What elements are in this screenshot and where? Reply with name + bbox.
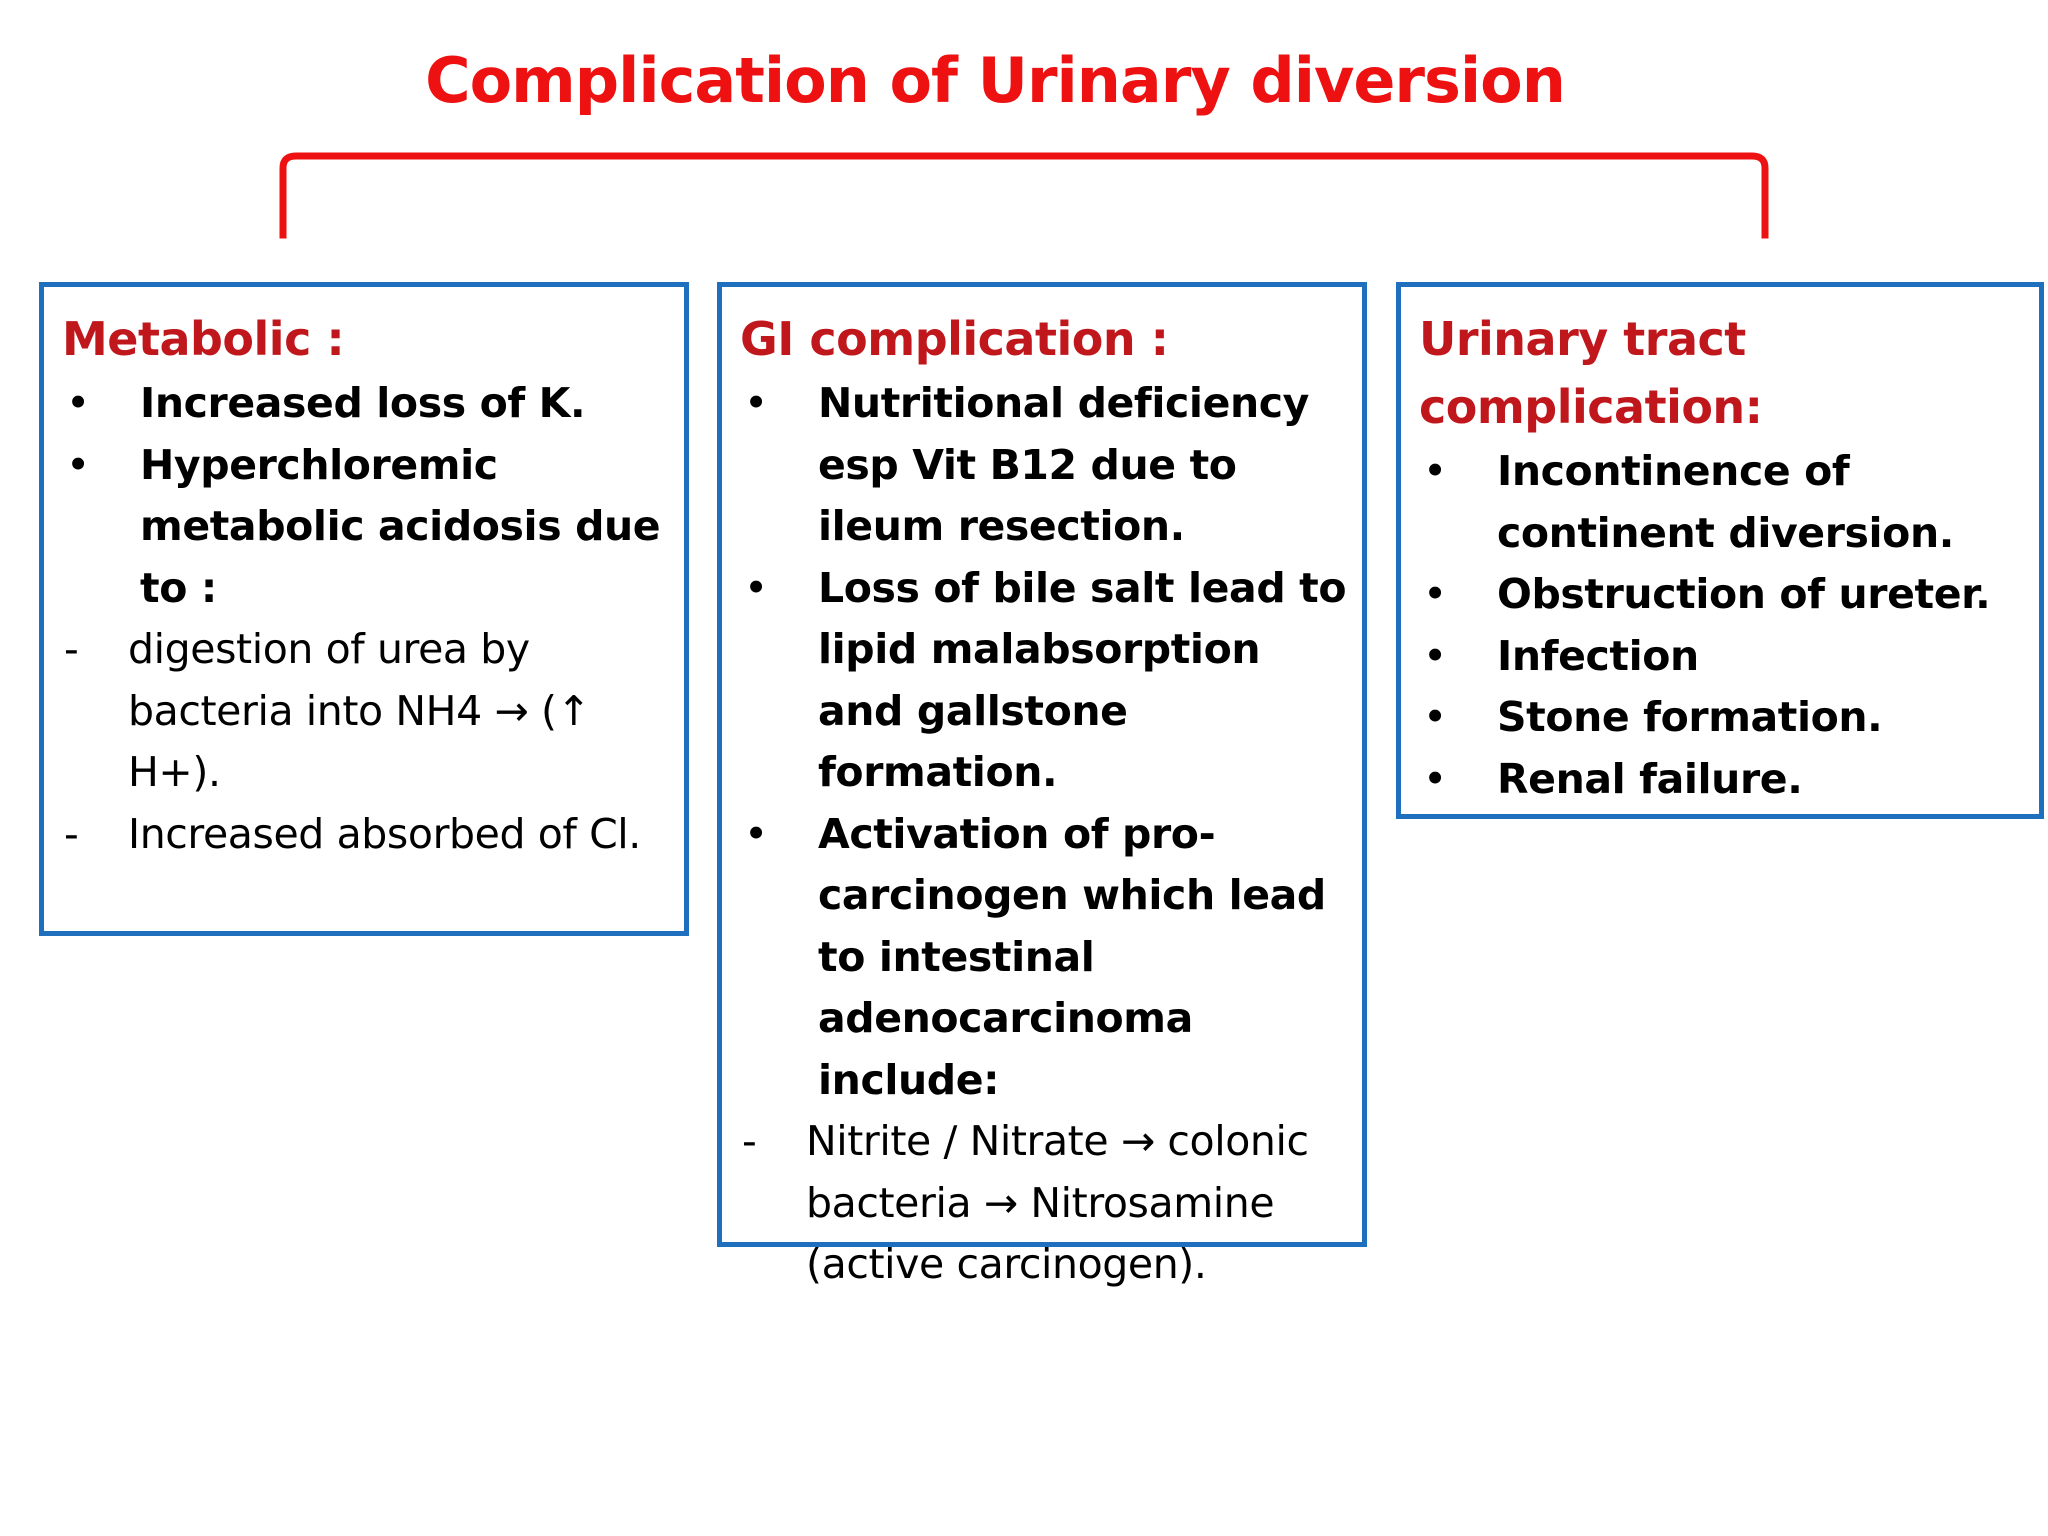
list-item: • Obstruction of ureter. [1419, 564, 2033, 626]
item-text: Hyperchloremic metabolic acidosis due to… [140, 440, 661, 612]
item-text: Nutritional deficiency esp Vit B12 due t… [818, 379, 1310, 550]
list-item: • Activation of pro-carcinogen which lead… [740, 804, 1356, 1112]
bullet-marker: • [744, 379, 768, 427]
list-item: • Stone formation. [1419, 687, 2033, 749]
list-item: • Incontinence of continent diversion. [1419, 441, 2033, 564]
metabolic-list: • Increased loss of K. • Hyperchloremic me… [62, 373, 678, 865]
item-text: Loss of bile salt lead to lipid malabsor… [818, 563, 1347, 797]
bullet-marker: • [1423, 631, 1447, 680]
bullet-marker: • [1423, 693, 1447, 741]
item-text: Increased absorbed of Cl. [128, 809, 641, 858]
list-item: • Renal failure. [1419, 749, 2033, 811]
list-item: - digestion of urea by bacteria into NH4 … [62, 619, 678, 804]
item-text: Renal failure. [1497, 754, 1803, 803]
page-title: Complication of Urinary diversion [425, 44, 1566, 117]
bullet-marker: • [66, 440, 90, 489]
list-item: • Hyperchloremic metabolic acidosis due t… [62, 435, 678, 620]
gi-box: GI complication : • Nutritional deficienc… [717, 282, 1367, 1288]
item-text: digestion of urea by bacteria into NH4 →… [128, 625, 591, 796]
bullet-marker: • [1423, 447, 1447, 495]
urinary-tract-list: • Incontinence of continent diversion. • O… [1419, 441, 2033, 810]
item-text: Incontinence of continent diversion. [1497, 447, 1954, 557]
item-text: Obstruction of ureter. [1497, 570, 1991, 618]
item-text: Infection [1497, 631, 1699, 680]
bullet-marker: • [66, 379, 90, 427]
urinary-tract-heading: Urinary tract complication: [1419, 312, 1763, 434]
dash-marker: - [742, 1117, 757, 1165]
bullet-marker: • [744, 809, 768, 858]
item-text: Increased loss of K. [140, 379, 586, 427]
gi-list: • Nutritional deficiency esp Vit B12 due … [740, 373, 1356, 1296]
list-item: • Increased loss of K. [62, 373, 678, 435]
list-item: -Increased absorbed of Cl. [62, 804, 678, 866]
title-bracket [279, 152, 1769, 239]
list-item: - Nitrite / Nitrate → colonic bacteria → … [740, 1111, 1356, 1296]
dash-marker: - [64, 809, 79, 858]
bracket-line [279, 152, 1769, 239]
urinary-tract-box: Urinary tract complication: • Incontinenc… [1396, 282, 2044, 819]
bullet-marker: • [744, 563, 768, 612]
metabolic-box: Metabolic : • Increased loss of K. • Hyper… [39, 282, 689, 936]
item-text: Nitrite / Nitrate → colonic bacteria → N… [806, 1117, 1309, 1288]
gi-heading: GI complication : [740, 312, 1169, 366]
item-text: Activation of pro-carcinogen which lead … [818, 809, 1326, 1104]
dash-marker: - [64, 625, 79, 673]
item-text: Stone formation. [1497, 693, 1883, 741]
metabolic-heading: Metabolic : [62, 312, 345, 366]
list-item: • Infection [1419, 626, 2033, 688]
bullet-marker: • [1423, 570, 1447, 618]
bullet-marker: • [1423, 754, 1447, 803]
list-item: • Nutritional deficiency esp Vit B12 due … [740, 373, 1356, 558]
list-item: • Loss of bile salt lead to lipid malabso… [740, 558, 1356, 804]
